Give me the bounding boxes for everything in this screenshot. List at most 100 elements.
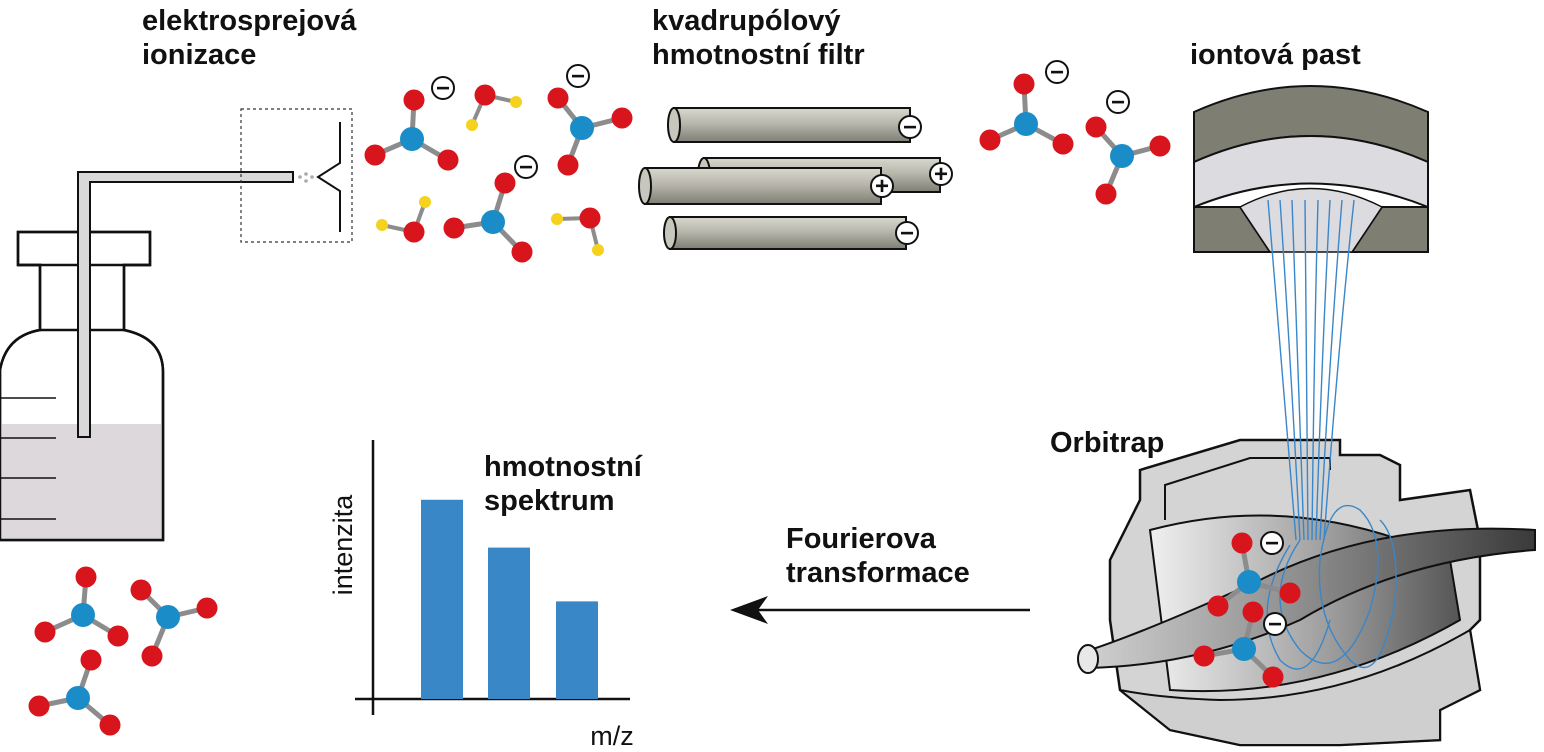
label-ion-trap: iontová past <box>1190 38 1361 72</box>
hydrogen-atom <box>376 219 388 231</box>
oxygen-atom <box>403 221 425 243</box>
central-atom <box>1110 144 1134 168</box>
ion-molecule <box>364 89 459 171</box>
svg-text:−: − <box>900 220 914 247</box>
label-quadrupole-line1: kvadrupólový <box>652 5 841 37</box>
oxygen-atom <box>1013 73 1035 95</box>
spectrum-bar <box>556 601 598 699</box>
ion-molecule <box>1085 116 1171 205</box>
svg-text:+: + <box>875 173 889 200</box>
central-atom <box>1014 112 1038 136</box>
negative-charge-icon: − <box>1045 59 1069 86</box>
label-quadrupole: kvadrupólový hmotnostní filtr <box>652 4 865 72</box>
svg-text:+: + <box>934 161 948 188</box>
svg-text:−: − <box>1265 530 1279 557</box>
quad-rod-front <box>638 167 882 205</box>
positive-charge-icon: + <box>870 173 894 200</box>
spectrum-bar <box>488 547 530 699</box>
label-quadrupole-line2: hmotnostní filtr <box>652 39 865 71</box>
ion-molecule <box>1207 532 1301 617</box>
label-fourier-line2: transformace <box>786 557 970 589</box>
capillary-tube <box>77 171 314 438</box>
svg-text:−: − <box>571 63 585 90</box>
oxygen-atom <box>141 645 163 667</box>
negative-charge-icon: − <box>431 75 455 102</box>
ion-molecule <box>547 87 633 176</box>
water-molecule <box>466 84 522 131</box>
negative-charge-icon: − <box>1106 89 1130 116</box>
oxygen-atom <box>196 597 218 619</box>
y-axis-label: intenzita <box>328 494 358 596</box>
ion-molecule <box>1193 601 1284 688</box>
oxygen-atom <box>1193 645 1215 667</box>
oxygen-atom <box>437 149 459 171</box>
oxygen-atom <box>364 144 386 166</box>
oxygen-atom <box>28 695 50 717</box>
oxygen-atom <box>1207 595 1229 617</box>
label-orbitrap-text: Orbitrap <box>1050 427 1165 459</box>
oxygen-atom <box>547 87 569 109</box>
central-atom <box>156 605 180 629</box>
molecules-layer <box>28 73 1301 736</box>
graduation-marks <box>0 397 56 520</box>
ion-trajectories <box>1266 199 1397 670</box>
negative-charge-icon: − <box>895 220 919 247</box>
svg-text:−: − <box>519 154 533 181</box>
oxygen-atom <box>80 649 102 671</box>
negative-charge-icon: − <box>514 154 538 181</box>
central-atom <box>481 210 505 234</box>
spectrum-bar <box>421 499 463 699</box>
central-atom <box>1237 570 1261 594</box>
quad-rod-bottom <box>663 216 907 250</box>
svg-text:−: − <box>1268 611 1282 638</box>
ion-trap <box>1193 85 1429 253</box>
hydrogen-atom <box>510 96 522 108</box>
label-mass-spectrum-line2: spektrum <box>484 485 615 517</box>
positive-charge-icon: + <box>929 161 953 188</box>
ion-molecule <box>443 172 533 263</box>
oxygen-atom <box>75 566 97 588</box>
hydrogen-atom <box>466 119 478 131</box>
x-axis-label: m/z <box>590 721 634 751</box>
quadrupole-filter <box>638 107 941 250</box>
orbitrap <box>1077 438 1536 747</box>
central-atom <box>570 116 594 140</box>
oxygen-atom <box>403 89 425 111</box>
oxygen-atom <box>1149 135 1171 157</box>
label-electrospray: elektrosprejová ionizace <box>142 4 356 72</box>
oxygen-atom <box>579 207 601 229</box>
label-mass-spectrum: hmotnostní spektrum <box>484 450 642 518</box>
label-orbitrap: Orbitrap <box>1050 426 1164 460</box>
negative-charge-icon: − <box>898 114 922 141</box>
hydrogen-atom <box>592 244 604 256</box>
hydrogen-atom <box>551 213 563 225</box>
quad-rod-top <box>667 107 911 143</box>
spray-zoom-box <box>240 108 353 243</box>
ion-molecule <box>28 649 121 736</box>
negative-charge-icon: − <box>1263 611 1287 638</box>
label-fourier: Fourierova transformace <box>786 522 970 590</box>
charges-layer: −−−−−−−−++− <box>431 59 1287 638</box>
central-atom <box>66 686 90 710</box>
oxygen-atom <box>1242 601 1264 623</box>
water-molecule <box>551 207 604 256</box>
fourier-arrow <box>730 596 1030 624</box>
ion-molecule <box>979 73 1074 155</box>
central-atom <box>1232 637 1256 661</box>
sample-liquid <box>0 424 163 540</box>
oxygen-atom <box>1095 183 1117 205</box>
oxygen-atom <box>130 579 152 601</box>
ion-molecule <box>130 579 218 667</box>
oxygen-atom <box>443 217 465 239</box>
oxygen-atom <box>511 241 533 263</box>
oxygen-atom <box>1262 666 1284 688</box>
oxygen-atom <box>1231 532 1253 554</box>
ion-molecule <box>34 566 129 647</box>
oxygen-atom <box>34 621 56 643</box>
oxygen-atom <box>107 625 129 647</box>
svg-text:−: − <box>1111 89 1125 116</box>
negative-charge-icon: − <box>1260 530 1284 557</box>
oxygen-atom <box>979 129 1001 151</box>
hydrogen-atom <box>419 196 431 208</box>
